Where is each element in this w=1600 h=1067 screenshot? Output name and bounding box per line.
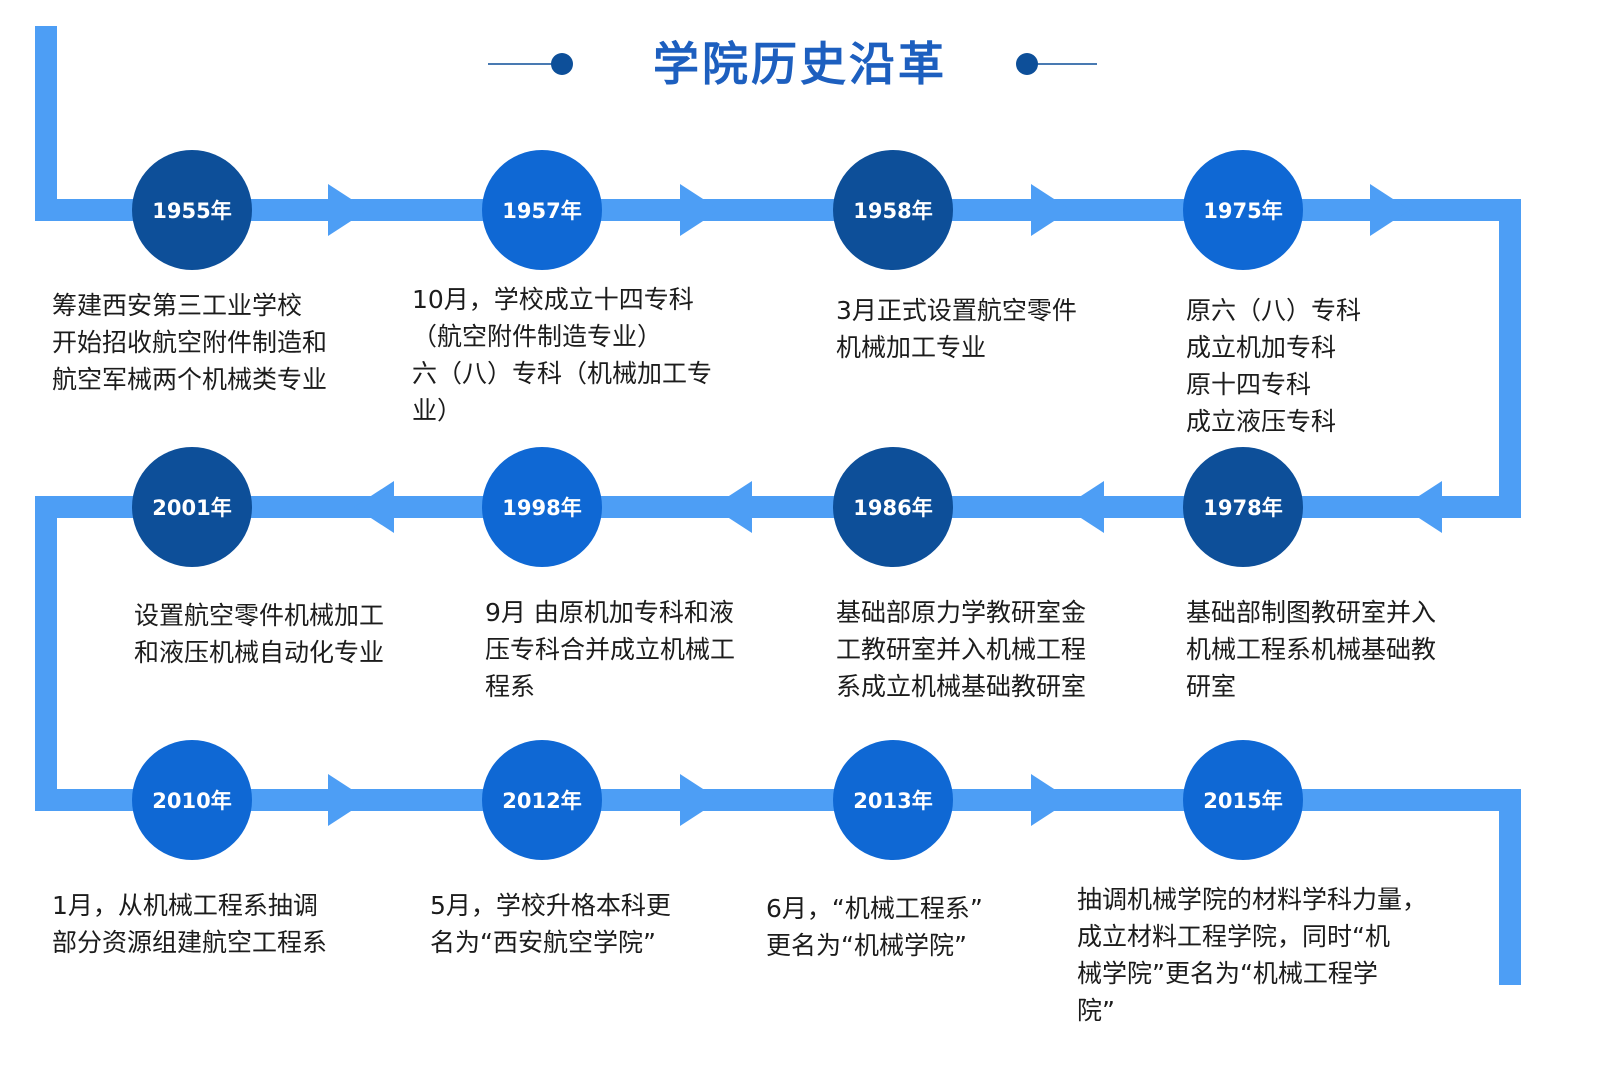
track-arrow-2-4 [1402, 481, 1442, 533]
title-ornament-dot-right [1016, 53, 1038, 75]
event-description: 原六（八）专科 成立机加专科 原十四专科 成立液压专科 [1186, 296, 1362, 436]
track-arrow-2-2 [712, 481, 752, 533]
event-description: 6月，“机械工程系” 更名为“机械学院” [766, 894, 983, 960]
year-node: 1957年 [482, 150, 602, 270]
event-description: 9月 由原机加专科和液 压专科合并成立机械工 程系 [485, 598, 736, 701]
event-description: 基础部原力学教研室金 工教研室并入机械工程 系成立机械基础教研室 [836, 598, 1087, 701]
year-node: 1998年 [482, 447, 602, 567]
year-node: 2001年 [132, 447, 252, 567]
event-description: 5月，学校升格本科更 名为“西安航空学院” [430, 891, 671, 957]
year-node: 1958年 [833, 150, 953, 270]
year-node: 2012年 [482, 740, 602, 860]
track-arrow-3-2 [680, 774, 720, 826]
event-description: 3月正式设置航空零件 机械加工专业 [836, 296, 1077, 362]
track-arrow-2-1 [354, 481, 394, 533]
track-arrow-1-4 [1370, 184, 1410, 236]
event-description: 基础部制图教研室并入 机械工程系机械基础教 研室 [1186, 598, 1437, 701]
track-arrow-3-1 [328, 774, 368, 826]
year-node: 1978年 [1183, 447, 1303, 567]
event-description: 设置航空零件机械加工 和液压机械自动化专业 [134, 601, 385, 667]
track-arrow-1-1 [328, 184, 368, 236]
year-node: 2015年 [1183, 740, 1303, 860]
track-arrow-2-3 [1064, 481, 1104, 533]
event-description: 10月，学校成立十四专科 （航空附件制造专业） 六（八）专科（机械加工专 业） [412, 285, 713, 425]
event-description: 抽调机械学院的材料学科力量， 成立材料工程学院，同时“机 械学院”更名为“机械工… [1077, 885, 1428, 1025]
year-node: 1986年 [833, 447, 953, 567]
track-arrow-1-2 [680, 184, 720, 236]
event-description: 1月，从机械工程系抽调 部分资源组建航空工程系 [52, 891, 328, 957]
year-node: 2010年 [132, 740, 252, 860]
track-arrow-1-3 [1031, 184, 1071, 236]
year-node: 2013年 [833, 740, 953, 860]
title-ornament-dot-left [551, 53, 573, 75]
year-node: 1975年 [1183, 150, 1303, 270]
year-node: 1955年 [132, 150, 252, 270]
event-description: 筹建西安第三工业学校 开始招收航空附件制造和 航空军械两个机械类专业 [52, 291, 328, 394]
track-arrow-3-3 [1031, 774, 1071, 826]
page-title: 学院历史沿革 [653, 37, 947, 91]
